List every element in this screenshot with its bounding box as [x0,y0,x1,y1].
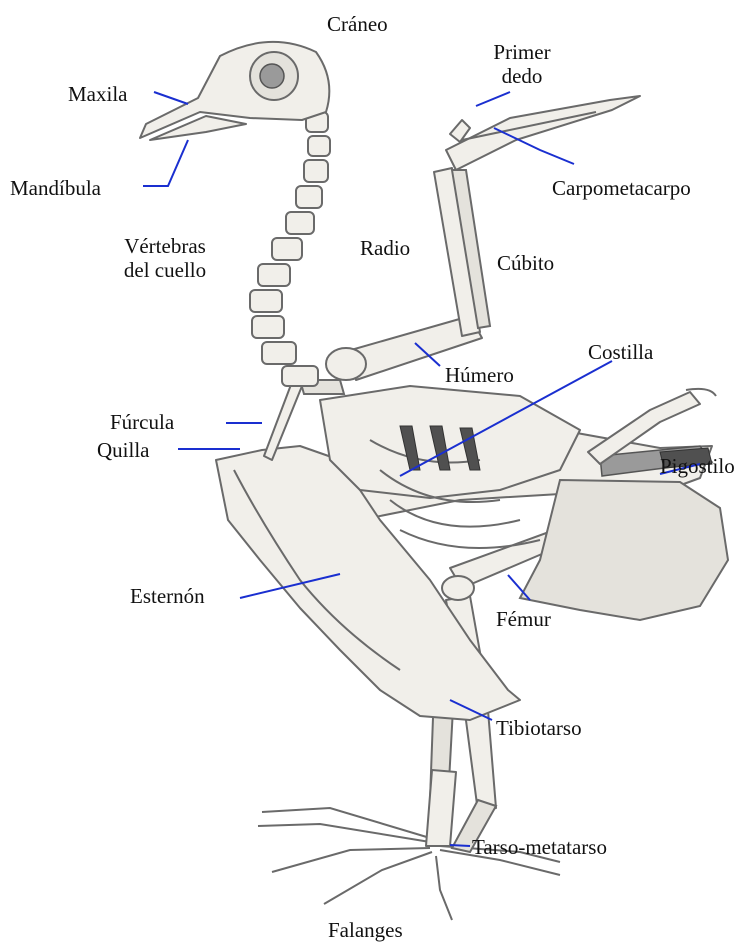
label-tibiotarso: Tibiotarso [496,716,582,740]
label-femur: Fémur [496,607,551,631]
label-furcula: Fúrcula [110,410,174,434]
label-carpometacarpo: Carpometacarpo [552,176,691,200]
label-esternon: Esternón [130,584,205,608]
label-costilla: Costilla [588,340,653,364]
label-craneo: Cráneo [327,12,388,36]
label-cubito: Cúbito [497,251,554,275]
label-radio: Radio [360,236,410,260]
skull-bones [140,42,329,140]
label-vertebras-del-cuello: Vértebras del cuello [100,234,230,282]
label-primer-dedo: Primer dedo [482,40,562,88]
label-falanges: Falanges [328,918,403,942]
label-maxila: Maxila [68,82,127,106]
falanges-bones [258,808,560,920]
label-quilla: Quilla [97,438,150,462]
label-humero: Húmero [445,363,514,387]
label-mandibula: Mandíbula [10,176,101,200]
label-tarso-metatarso: Tarso-metatarso [472,835,607,859]
neck-vertebrae [250,112,330,386]
label-pigostilo: Pigostilo [660,454,735,478]
